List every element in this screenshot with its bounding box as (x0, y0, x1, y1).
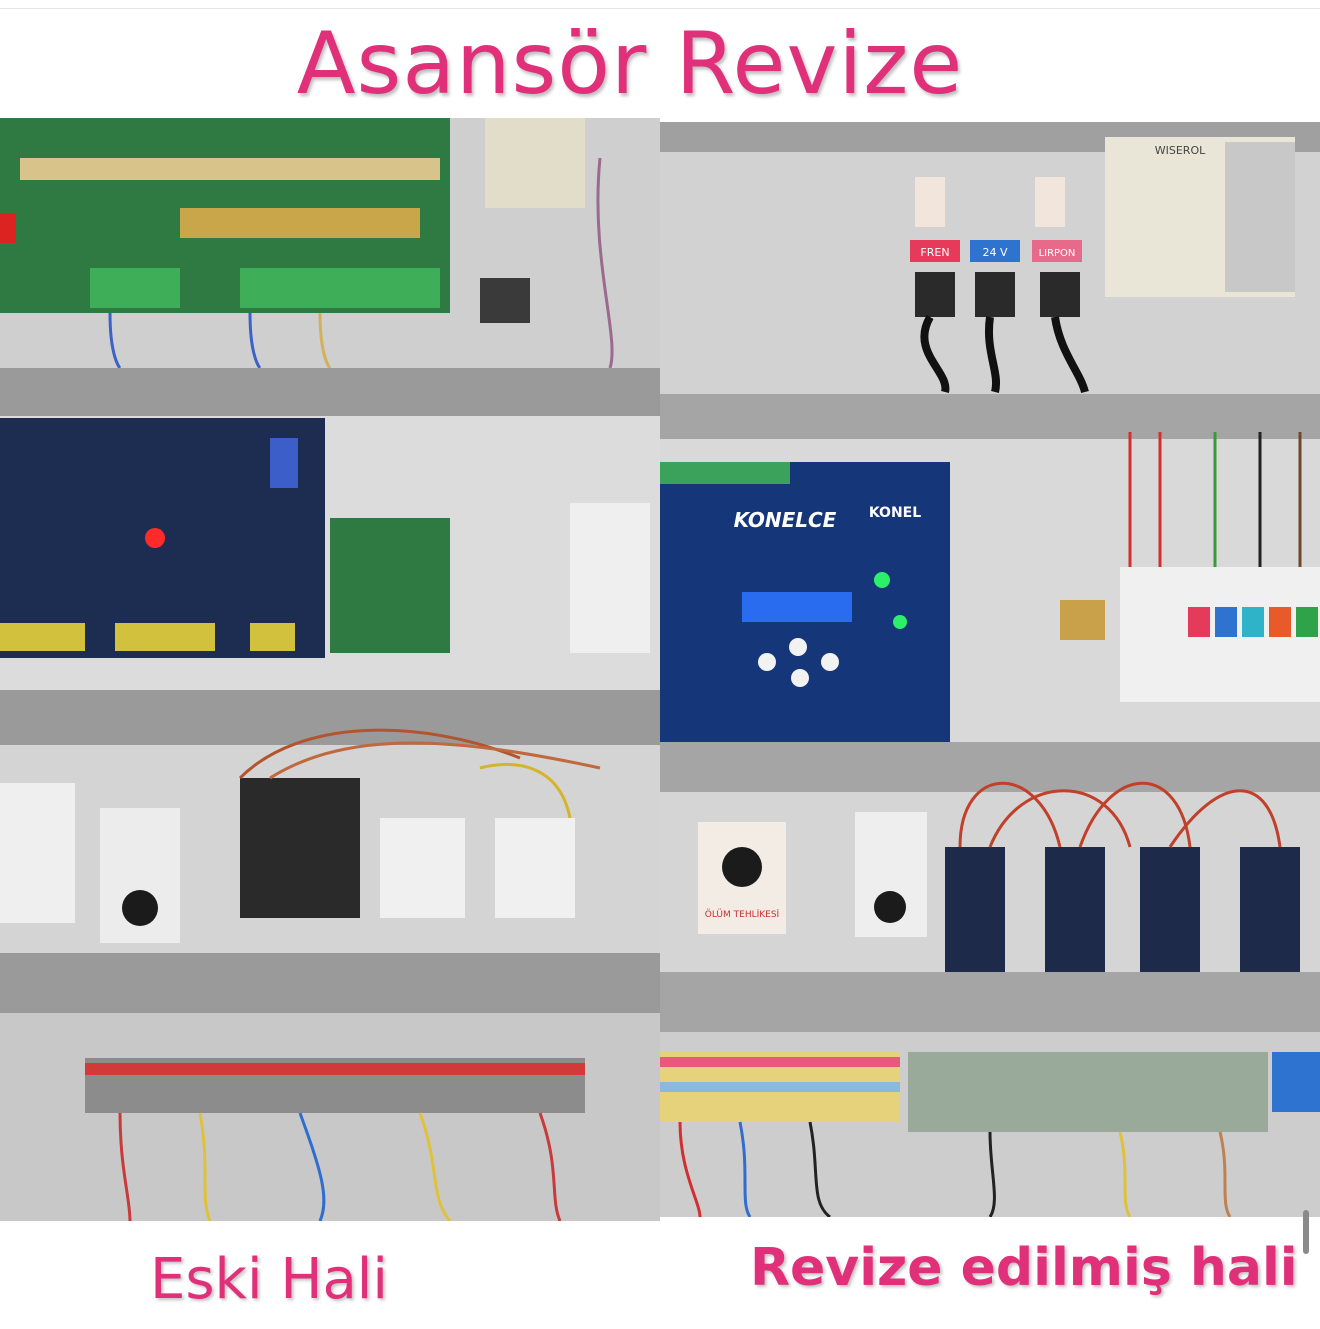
scrollbar[interactable] (1303, 1210, 1309, 1254)
warning-sticker-2 (1035, 177, 1065, 227)
breakers (570, 503, 650, 653)
cable-duct-2 (0, 690, 660, 745)
cable-duct-1 (0, 368, 660, 416)
top-rule (0, 8, 1320, 9)
small-green-board (330, 518, 450, 653)
contactor-1 (945, 847, 1005, 977)
cable-duct-3 (0, 953, 660, 1013)
24v-label-bg (970, 240, 1020, 262)
revised-panel-photo: FREN 24 V LIRPON WISEROL KONELCE KONEL (660, 122, 1320, 1217)
lirpon-label: LIRPON (1039, 248, 1076, 259)
controller-button-up (789, 638, 807, 656)
cable-duct-1 (660, 394, 1320, 439)
io-boards (908, 1052, 1268, 1132)
junction-box (0, 783, 75, 923)
controller-button-right (821, 653, 839, 671)
controller-brand: KONELCE (734, 508, 837, 532)
power-supply-label: WISEROL (1155, 144, 1206, 157)
caption-before: Eski Hali (150, 1247, 388, 1312)
warning-sticker-1 (915, 177, 945, 227)
contactor-2 (1045, 847, 1105, 977)
controller-button-down (791, 669, 809, 687)
controller-button-left (758, 653, 776, 671)
contactor-4 (1240, 847, 1300, 977)
fren-label-bg (910, 240, 960, 262)
contactor-3 (1140, 847, 1200, 977)
24v-label: 24 V (982, 246, 1007, 259)
caption-after: Revize edilmiş hali (750, 1238, 1298, 1298)
cable-duct-3 (660, 972, 1320, 1032)
cable-duct-2 (660, 742, 1320, 792)
controller-brand-secondary: KONEL (869, 505, 921, 521)
fren-label: FREN (920, 246, 949, 259)
page-title: Asansör Revize (296, 14, 964, 114)
controller-lcd (742, 592, 852, 622)
old-panel-photo (0, 118, 660, 1221)
danger-sign-text: ÖLÜM TEHLİKESİ (705, 909, 779, 920)
lirpon-label-bg (1032, 240, 1082, 262)
